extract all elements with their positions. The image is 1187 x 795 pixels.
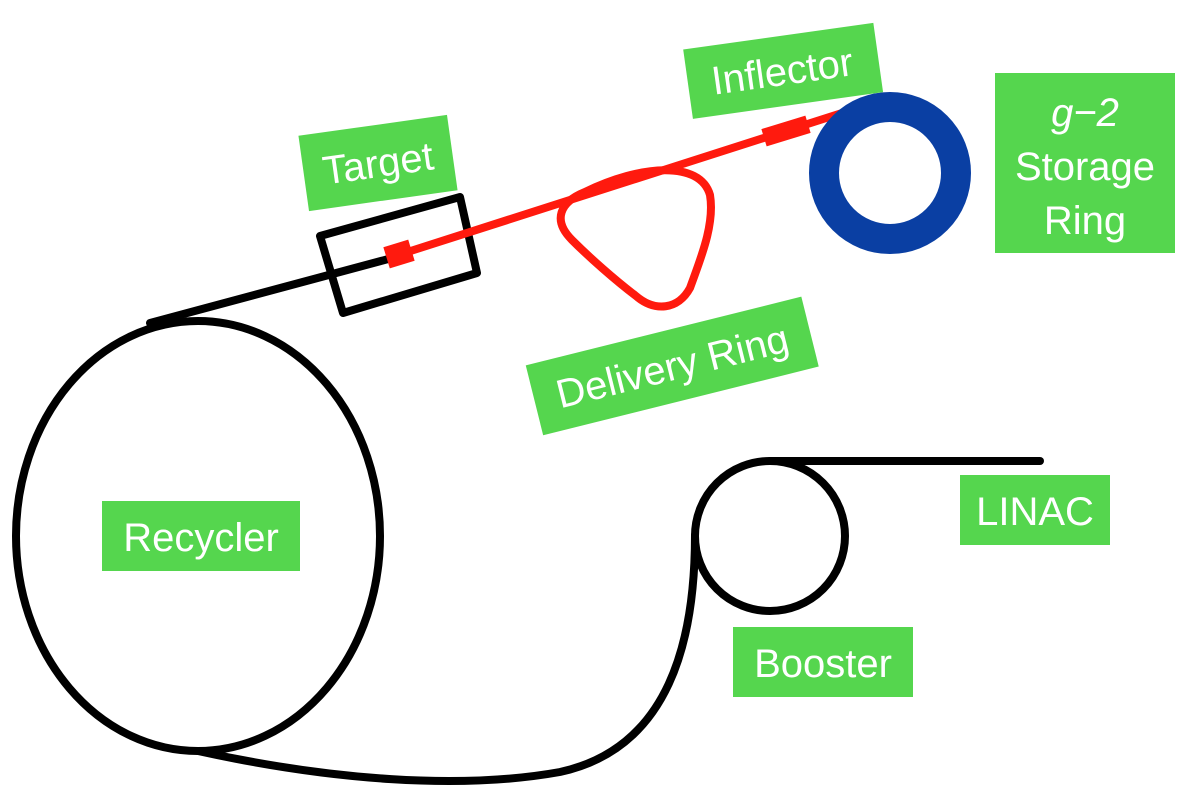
label-storage-ring-line1: Storage <box>1015 145 1155 189</box>
label-booster-text: Booster <box>754 642 892 686</box>
label-target: Target <box>298 114 458 212</box>
label-inflector: Inflector <box>683 22 884 119</box>
target-marker <box>383 239 415 269</box>
label-delivery-ring: Delivery Ring <box>525 296 819 436</box>
label-booster: Booster <box>733 627 913 697</box>
inflector-marker <box>761 115 811 147</box>
recycler-to-target-line <box>146 254 396 327</box>
label-storage-ring-line2: Ring <box>1044 199 1126 243</box>
g2-storage-ring <box>809 92 971 254</box>
label-storage-ring: g−2 Storage Ring <box>995 73 1175 253</box>
label-recycler: Recycler <box>102 501 300 571</box>
delivery-ring <box>556 166 715 311</box>
label-linac: LINAC <box>960 475 1110 545</box>
label-storage-ring-symbol: g−2 <box>1051 91 1119 135</box>
target-box <box>316 193 481 317</box>
label-linac-text: LINAC <box>976 490 1094 534</box>
booster-to-recycler-line <box>194 531 699 785</box>
label-recycler-text: Recycler <box>123 516 279 560</box>
booster-ring <box>691 457 849 615</box>
